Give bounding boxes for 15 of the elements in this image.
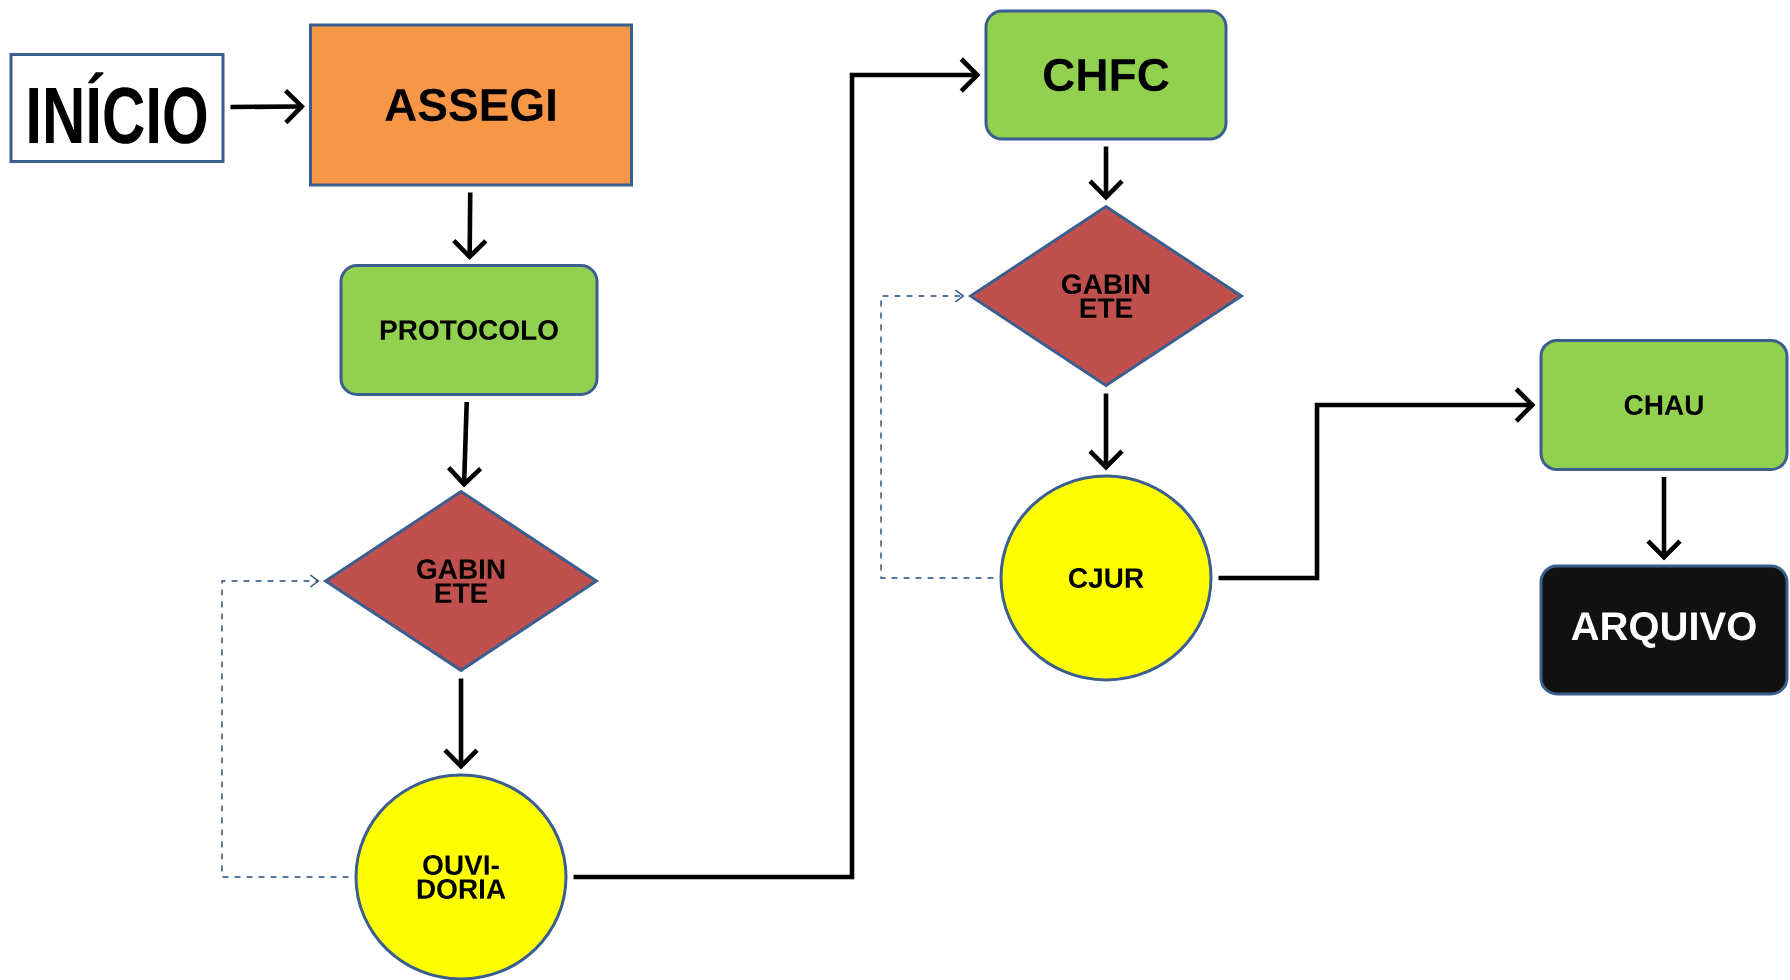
process-box: CHFC bbox=[984, 9, 1228, 141]
process-box: CHAU bbox=[1539, 339, 1789, 471]
arrow bbox=[573, 57, 981, 880]
arrow bbox=[446, 401, 483, 488]
arrow bbox=[1088, 393, 1124, 471]
process-box: PROTOCOLO bbox=[339, 264, 599, 396]
arrow bbox=[880, 289, 995, 579]
arrow bbox=[1646, 477, 1682, 561]
arrow bbox=[221, 574, 350, 878]
arrow bbox=[230, 88, 305, 125]
process-box: ASSEGI bbox=[309, 23, 633, 187]
arrow bbox=[443, 678, 479, 770]
end-box: ARQUIVO bbox=[1539, 564, 1789, 696]
arrow bbox=[1218, 387, 1536, 581]
start-box: INÍCIO bbox=[9, 53, 225, 163]
